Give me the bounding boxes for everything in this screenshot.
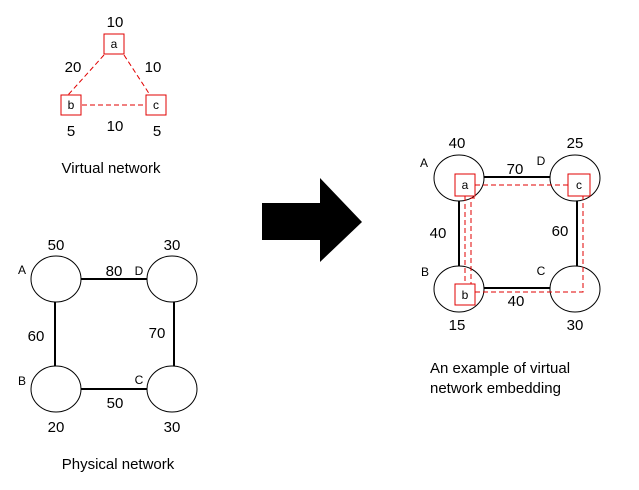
virtual-network-caption: Virtual network [62, 160, 161, 177]
embedded-virtual-node-b-label: b [462, 288, 469, 302]
embedding-link-AB-weight: 40 [430, 225, 447, 242]
physical-node-B [30, 365, 82, 413]
physical-node-C-weight: 30 [164, 419, 181, 436]
embedded-virtual-node-a [454, 173, 476, 197]
physical-node-B-weight: 20 [48, 419, 65, 436]
embedding-node-A-weight: 40 [449, 135, 466, 152]
embedded-virtual-link-ab [470, 197, 475, 285]
physical-node-D-weight: 30 [164, 237, 181, 254]
physical-node-C-name: C [135, 373, 144, 387]
embedding-node-B-name: B [421, 265, 429, 279]
right-arrow-icon [262, 178, 362, 262]
virtual-link-bc-weight: 10 [107, 118, 124, 135]
physical-link-BC-weight: 50 [107, 395, 124, 412]
virtual-node-b-weight: 5 [67, 123, 75, 140]
virtual-link-ab-weight: 20 [65, 59, 82, 76]
virtual-link-ac-weight: 10 [145, 59, 162, 76]
physical-link-DC-weight: 70 [149, 325, 166, 342]
physical-node-B-name: B [18, 374, 26, 388]
physical-node-A [30, 255, 82, 303]
virtual-node-a-label: a [111, 37, 118, 51]
physical-network-caption: Physical network [62, 456, 175, 473]
virtual-node-c-weight: 5 [153, 123, 161, 140]
embedded-virtual-node-b [454, 283, 476, 306]
embedding-node-D-weight: 25 [567, 135, 584, 152]
embedded-virtual-node-a-label: a [462, 178, 469, 192]
virtual-network: a b c 10 5 5 20 10 10 Virtual network [60, 14, 167, 177]
embedded-virtual-node-c [567, 173, 591, 197]
physical-node-C [146, 365, 198, 413]
physical-node-A-weight: 50 [48, 237, 65, 254]
virtual-node-b-label: b [68, 98, 75, 112]
physical-link-AD-weight: 80 [106, 263, 123, 280]
physical-link-AB-weight: 60 [28, 328, 45, 345]
virtual-link-ab [67, 54, 105, 96]
embedding-caption-line1: An example of virtual [430, 360, 570, 377]
embedding-node-B-weight: 15 [449, 317, 466, 334]
virtual-node-a-weight: 10 [107, 14, 124, 31]
embedding-node-C [549, 265, 601, 313]
embedding-node-C-name: C [537, 264, 546, 278]
physical-node-D [146, 255, 198, 303]
embedding-link-DC-weight: 60 [552, 223, 569, 240]
physical-node-A-name: A [18, 263, 26, 277]
embedding-caption-line2: network embedding [430, 380, 561, 397]
embedding-node-A-name: A [420, 156, 428, 170]
embedded-virtual-link-bc [475, 195, 584, 293]
physical-node-D-name: D [135, 264, 144, 278]
embedding-link-AD-weight: 70 [507, 161, 524, 178]
physical-network: A D B C 50 30 20 30 80 60 70 50 Physical… [18, 237, 198, 473]
embedded-virtual-node-c-label: c [576, 178, 582, 192]
virtual-node-c [145, 94, 167, 116]
virtual-node-c-label: c [153, 98, 159, 112]
virtual-node-a [103, 33, 125, 55]
embedding-link-BC-weight: 40 [508, 293, 525, 310]
embedding-network: a c b A D B C 40 25 15 30 70 40 60 40 An… [420, 135, 601, 397]
virtual-node-b [60, 94, 82, 116]
embedding-node-C-weight: 30 [567, 317, 584, 334]
embedding-node-D-name: D [537, 154, 546, 168]
